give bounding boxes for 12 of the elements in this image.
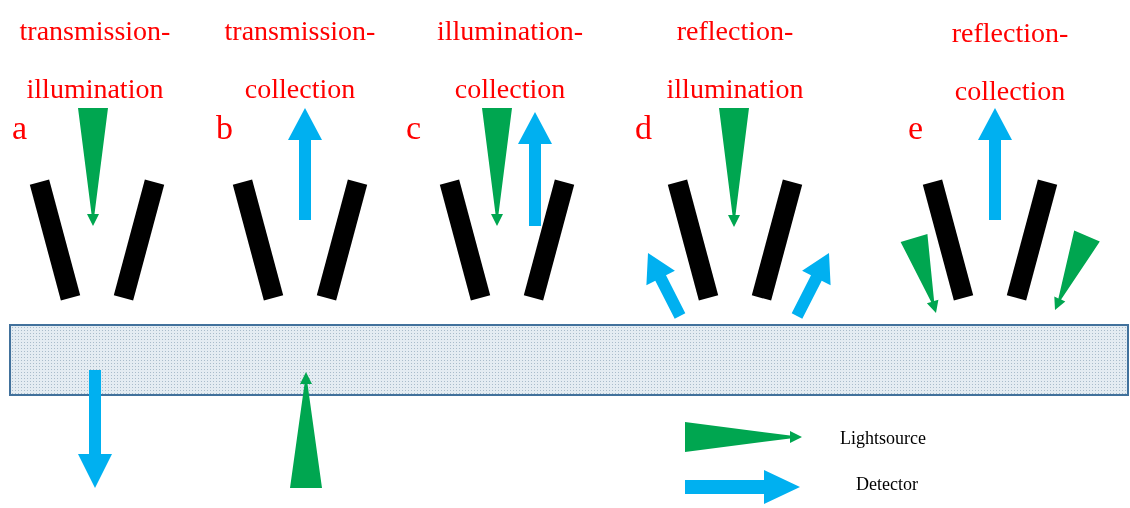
legend-text: Lightsource xyxy=(840,427,926,450)
panel-title: reflection- illumination xyxy=(665,14,805,106)
panel-letter: b xyxy=(216,108,233,148)
panel-letter: d xyxy=(635,108,652,148)
panel-letter: c xyxy=(406,108,422,148)
panel-letter: e xyxy=(908,108,924,148)
panel-title: transmission- illumination xyxy=(18,14,172,106)
panel-title: transmission- collection xyxy=(223,14,377,106)
legend-text: Detector xyxy=(856,473,918,496)
panel-title: reflection- collection xyxy=(950,16,1070,108)
panel-letter: a xyxy=(12,108,28,148)
panel-title: illumination- collection xyxy=(435,14,585,106)
